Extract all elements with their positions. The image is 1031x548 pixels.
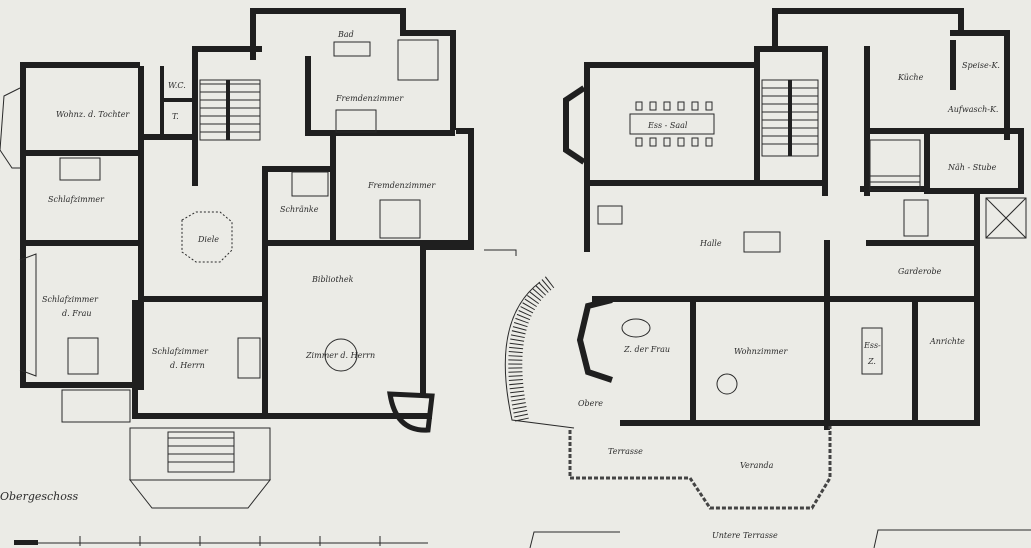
ground-floor-plan: Ess - Saal Küche Speise-K. Aufwasch-K. N… [484, 8, 1031, 548]
label-aufwasch-k: Aufwasch-K. [947, 105, 998, 114]
bed-frau [67, 337, 99, 375]
label-diele: Diele [197, 235, 219, 244]
stair-outline [484, 249, 575, 429]
label-veranda: Veranda [740, 461, 774, 470]
halle-bench [597, 205, 623, 225]
label-fremdenzimmer-2: Fremdenzimmer [367, 181, 436, 190]
label-terrasse: Terrasse [608, 447, 643, 456]
left-bay-window [0, 87, 21, 169]
bathtub [333, 41, 371, 57]
herrn-table [324, 338, 358, 372]
label-wc: W.C. [168, 81, 186, 90]
label-garderobe: Garderobe [898, 267, 942, 276]
frau-table [621, 318, 651, 338]
bed-schlafzimmer [59, 157, 101, 181]
label-t: T. [172, 112, 179, 121]
diele-octagon [181, 211, 233, 263]
label-halle: Halle [699, 239, 722, 248]
label-schlafzimmer-herrn-2: d. Herrn [170, 361, 205, 370]
label-ess-saal: Ess - Saal [647, 121, 688, 130]
label-schraenke: Schränke [280, 205, 319, 214]
label-schlafzimmer-frau-2: d. Frau [62, 309, 92, 318]
label-z-der-frau: Z. der Frau [623, 345, 670, 354]
label-essz: Ess- [863, 341, 881, 350]
label-untere-terrasse: Untere Terrasse [712, 531, 778, 540]
label-zimmer-herrn: Zimmer d. Herrn [305, 351, 375, 360]
label-anrichte: Anrichte [929, 337, 965, 346]
halle-table [743, 231, 781, 253]
bed-fremden-1 [335, 109, 377, 133]
ground-floor-walls [584, 8, 1024, 430]
upper-floor-walls [20, 8, 474, 419]
label-bibliothek: Bibliothek [311, 275, 354, 284]
label-wohnzimmer: Wohnzimmer [734, 347, 788, 356]
label-bad: Bad [337, 30, 354, 39]
wohn-table [716, 373, 738, 395]
bed-herrn [237, 337, 261, 379]
upper-floor-plan: Wohnz. d. Tochter W.C. T. Bad Fremdenzim… [0, 8, 474, 546]
upper-floor-caption: Obergeschoss [0, 490, 79, 503]
frau-bay-ground [576, 297, 613, 383]
ground-staircase [761, 79, 929, 237]
frau-bay [19, 253, 37, 377]
veranda-edge [688, 426, 832, 510]
bed-fremden-2 [379, 199, 421, 239]
light-well [985, 197, 1027, 239]
label-fremdenzimmer-1: Fremdenzimmer [335, 94, 404, 103]
label-wohnz-tochter: Wohnz. d. Tochter [56, 110, 130, 119]
label-naeh-stube: Näh - Stube [947, 163, 997, 172]
label-z: Z. [867, 357, 876, 366]
obere-terrasse-edge [568, 430, 690, 480]
label-obere: Obere [578, 399, 603, 408]
main-staircase [199, 79, 261, 141]
dining-table [629, 101, 715, 147]
ess-z-table [861, 327, 883, 375]
label-kueche: Küche [897, 73, 924, 82]
label-schlafzimmer: Schlafzimmer [48, 195, 105, 204]
scale-bar [14, 536, 428, 546]
label-schlafzimmer-frau-1: Schlafzimmer [42, 295, 99, 304]
ess-saal-bay [563, 85, 586, 165]
herrn-round-bay [387, 391, 435, 433]
bath-fixture [397, 39, 439, 81]
untere-terrasse-left [529, 531, 620, 548]
front-steps [128, 427, 272, 509]
label-schlafzimmer-herrn-1: Schlafzimmer [152, 347, 209, 356]
label-speise-k: Speise-K. [962, 61, 1000, 70]
schraenke-stairs [291, 171, 329, 197]
frau-balcony [61, 389, 131, 423]
untere-terrasse-right [873, 529, 1031, 548]
